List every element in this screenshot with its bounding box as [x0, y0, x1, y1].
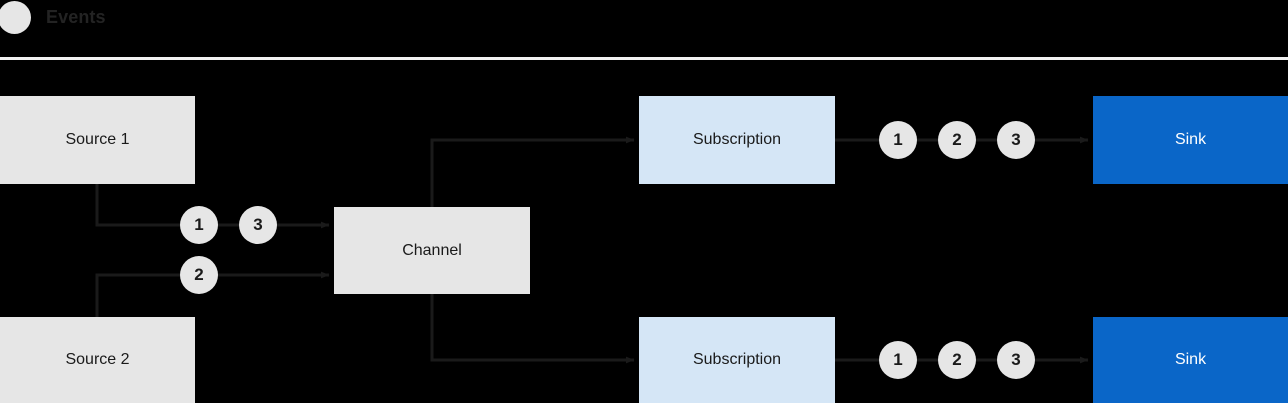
wire-channel-to-subscription-top: [430, 136, 635, 207]
node-subscription-top-label: Subscription: [692, 131, 782, 148]
event-badge-label: 2: [194, 265, 204, 284]
node-sink-bottom-label: Sink: [1174, 351, 1207, 368]
node-source-1-label: Source 1: [65, 131, 130, 148]
event-badge-label: 3: [1011, 350, 1021, 369]
event-badge-label: 2: [952, 350, 962, 369]
node-sink-top-label: Sink: [1174, 131, 1207, 148]
node-sink-bottom[interactable]: Sink: [1093, 317, 1288, 403]
node-source-2-label: Source 2: [65, 351, 130, 368]
event-badge: 1: [180, 206, 218, 244]
node-subscription-bottom[interactable]: Subscription: [639, 317, 835, 403]
event-badge: 1: [879, 121, 917, 159]
event-badge: 3: [997, 121, 1035, 159]
legend: Events: [0, 0, 300, 34]
event-badge-label: 1: [893, 350, 903, 369]
event-badge: 1: [879, 341, 917, 379]
event-badge: 3: [239, 206, 277, 244]
node-subscription-bottom-label: Subscription: [692, 351, 782, 368]
node-source-1[interactable]: Source 1: [0, 96, 195, 184]
node-sink-top[interactable]: Sink: [1093, 96, 1288, 184]
event-badge: 3: [997, 341, 1035, 379]
event-badge-label: 1: [893, 130, 903, 149]
header-divider: [0, 57, 1288, 60]
event-dot-icon: [0, 1, 31, 34]
legend-label: Events: [46, 7, 106, 27]
event-badge-label: 3: [253, 215, 263, 234]
event-badge: 2: [180, 256, 218, 294]
node-channel-label: Channel: [402, 241, 462, 259]
wire-channel-to-subscription-bottom: [430, 294, 635, 364]
node-subscription-top[interactable]: Subscription: [639, 96, 835, 184]
event-badge-label: 2: [952, 130, 962, 149]
node-source-2[interactable]: Source 2: [0, 317, 195, 403]
event-badge-label: 1: [194, 215, 204, 234]
event-badge: 2: [938, 341, 976, 379]
event-badge: 2: [938, 121, 976, 159]
event-badge-label: 3: [1011, 130, 1021, 149]
node-channel[interactable]: Channel: [334, 207, 530, 294]
